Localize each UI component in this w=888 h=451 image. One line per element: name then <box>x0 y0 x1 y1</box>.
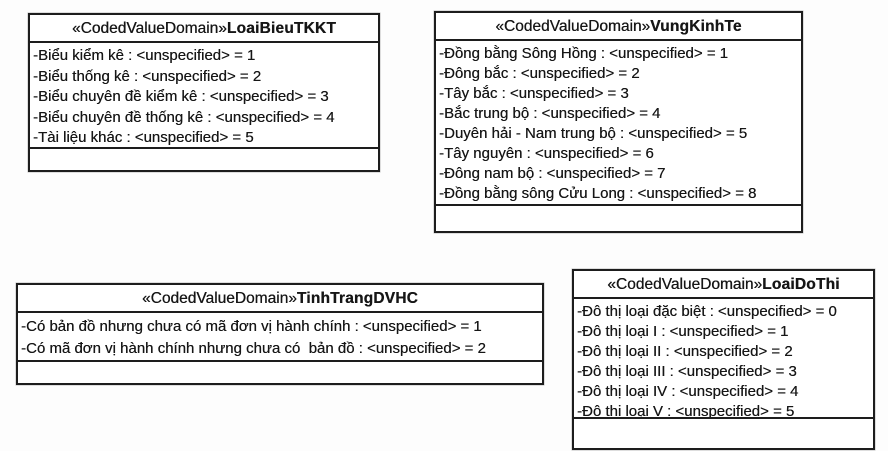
domain-value-line: -Đồng bằng sông Cửu Long : <unspecified>… <box>439 185 757 202</box>
domain-box-title: «CodedValueDomain»LoaiBieuTKKT <box>30 15 378 43</box>
domain-value-line: -Có mã đơn vị hành chính nhưng chưa có b… <box>21 339 486 357</box>
domain-value-line: -Biểu kiểm kê : <unspecified> = 1 <box>33 47 256 64</box>
domain-value-line: -Đô thị loại V : <unspecified> = 5 <box>577 403 795 417</box>
domain-value-line: -Biểu thống kê : <unspecified> = 2 <box>33 67 262 85</box>
empty-compartment <box>30 147 378 170</box>
stereotype-label: «CodedValueDomain» <box>607 276 763 293</box>
domain-value-line: -Tây bắc : <unspecified> = 3 <box>439 85 629 102</box>
domain-value-line: -Biểu chuyên đề thống kê : <unspecified>… <box>33 108 335 126</box>
domain-value-line: -Đô thị loại III : <unspecified> = 3 <box>577 363 797 380</box>
domain-value-line: -Đông nam bộ : <unspecified> = 7 <box>439 165 666 182</box>
domain-values-list: -Đồng bằng Sông Hồng : <unspecified> = 1… <box>436 41 801 204</box>
domain-value-line: -Biểu chuyên đề kiểm kê : <unspecified> … <box>33 88 329 105</box>
domain-box-title: «CodedValueDomain»LoaiDoThi <box>574 271 873 299</box>
domain-value-line: -Đô thị loại I : <unspecified> = 1 <box>577 323 789 340</box>
domain-value-line: -Bắc trung bộ : <unspecified> = 4 <box>439 105 661 122</box>
stereotype-label: «CodedValueDomain» <box>142 290 297 307</box>
domain-name: LoaiBieuTKKT <box>226 20 336 37</box>
domain-box-vung-kinh-te: «CodedValueDomain»VungKinhTe -Đồng bằng … <box>434 11 803 233</box>
domain-box-title: «CodedValueDomain»TinhTrangDVHC <box>18 285 542 313</box>
empty-compartment <box>18 360 542 383</box>
domain-value-line: -Đông bắc : <unspecified> = 2 <box>439 65 640 82</box>
domain-value-line: -Duyên hải - Nam trung bộ : <unspecified… <box>439 125 748 142</box>
domain-value-line: -Tài liệu khác : <unspecified> = 5 <box>33 129 254 146</box>
empty-compartment <box>436 204 801 231</box>
stereotype-label: «CodedValueDomain» <box>495 18 651 35</box>
domain-value-line: -Đồng bằng Sông Hồng : <unspecified> = 1 <box>439 45 728 62</box>
domain-values-list: -Có bản đồ nhưng chưa có mã đơn vị hành … <box>18 313 542 360</box>
domain-values-list: -Biểu kiểm kê : <unspecified> = 1 -Biểu t… <box>30 43 378 147</box>
empty-compartment <box>574 417 873 448</box>
domain-values-list: -Đô thị loại đặc biệt : <unspecified> = … <box>574 299 873 417</box>
domain-value-line: -Tây nguyên : <unspecified> = 6 <box>439 145 654 162</box>
domain-box-loai-bieu-tkkt: «CodedValueDomain»LoaiBieuTKKT -Biểu kiể… <box>28 13 380 172</box>
domain-box-tinh-trang-dvhc: «CodedValueDomain»TinhTrangDVHC -Có bản … <box>16 283 544 385</box>
domain-name: TinhTrangDVHC <box>296 290 418 307</box>
domain-box-loai-do-thi: «CodedValueDomain»LoaiDoThi -Đô thị loại… <box>572 269 875 450</box>
domain-box-title: «CodedValueDomain»VungKinhTe <box>436 13 801 41</box>
domain-name: LoaiDoThi <box>762 276 840 293</box>
domain-value-line: -Đô thị loại IV : <unspecified> = 4 <box>577 383 799 400</box>
domain-value-line: -Đô thị loại II : <unspecified> = 2 <box>577 343 793 360</box>
domain-value-line: -Đô thị loại đặc biệt : <unspecified> = … <box>577 303 837 320</box>
domain-name: VungKinhTe <box>650 18 742 35</box>
stereotype-label: «CodedValueDomain» <box>71 20 227 37</box>
domain-value-line: -Có bản đồ nhưng chưa có mã đơn vị hành … <box>21 318 482 335</box>
